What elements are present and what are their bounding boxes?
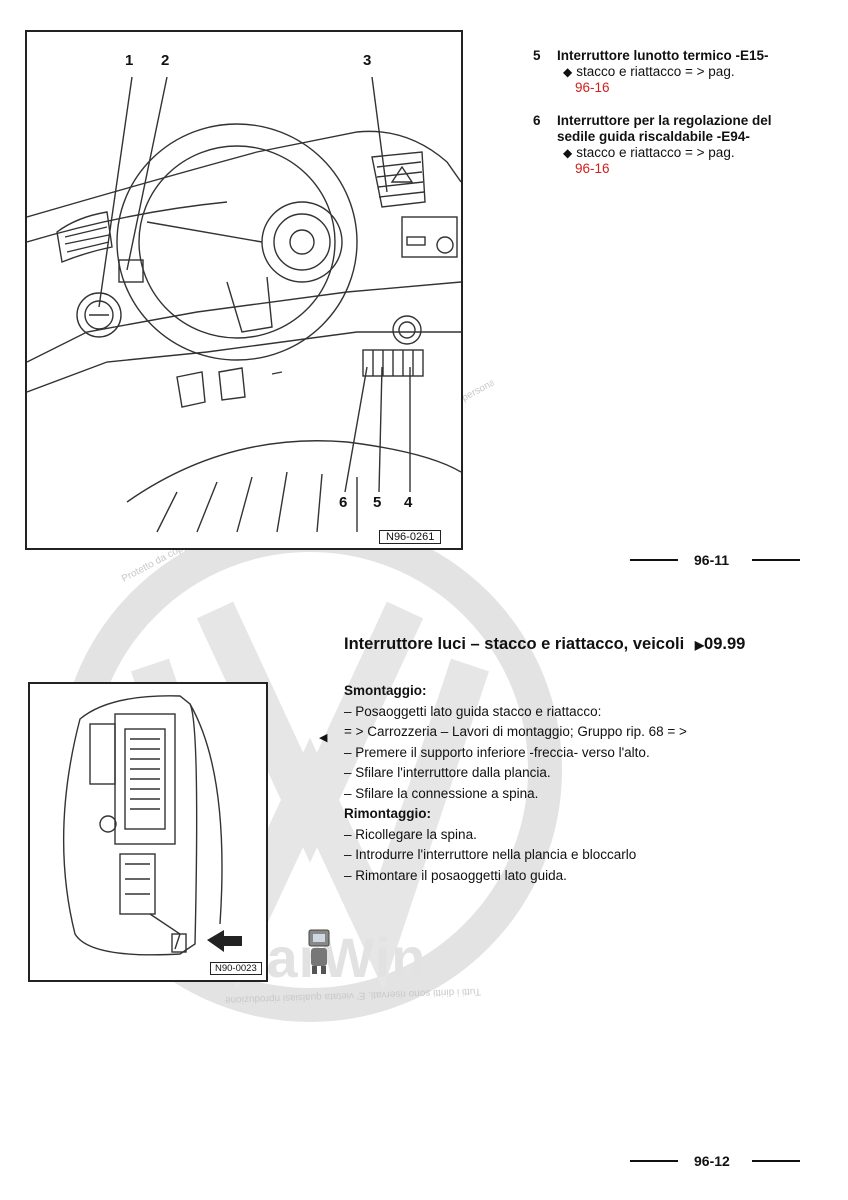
figure-code: N90-0023 — [210, 962, 262, 975]
step-line: – Sfilare la connessione a spina. — [344, 785, 539, 801]
step-line: – Ricollegare la spina. — [344, 826, 477, 842]
step-line: – Posaoggetti lato guida stacco e riatta… — [344, 703, 602, 719]
item-5-sub: ◆stacco e riattacco = > pag. — [563, 64, 735, 79]
item-6-sub: ◆stacco e riattacco = > pag. — [563, 145, 735, 160]
figure-code: N96-0261 — [379, 530, 442, 544]
section-title: Interruttore luci – stacco e riattacco, … — [344, 635, 746, 653]
step-line: – Premere il supporto inferiore -freccia… — [344, 744, 650, 760]
dashboard-illustration — [27, 76, 461, 533]
callout-1: 1 — [125, 52, 134, 69]
steps-block: Smontaggio: – Posaoggetti lato guida sta… — [344, 681, 814, 886]
step-line: – Rimontare il posaoggetti lato guida. — [344, 867, 567, 883]
diamond-icon: ◆ — [563, 146, 573, 160]
callout-6: 6 — [339, 494, 348, 511]
item-5-link[interactable]: 96-16 — [575, 80, 610, 95]
pageno-line-right — [752, 559, 800, 561]
figure-dashboard: 1 2 3 6 5 4 N96-0261 — [25, 30, 463, 550]
figure-switch: N90-0023 — [28, 682, 268, 982]
pageno-line-left — [630, 559, 678, 561]
rimontaggio-heading: Rimontaggio: — [344, 806, 431, 821]
callout-5: 5 — [373, 494, 382, 511]
item-6-title-line-2: sedile guida riscaldabile -E94- — [557, 129, 750, 144]
page-number: 96-11 — [694, 552, 730, 568]
callout-3: 3 — [363, 52, 372, 69]
pageno-line-right — [752, 1160, 800, 1162]
pageno-line-left — [630, 1160, 678, 1162]
page-number: 96-12 — [694, 1153, 730, 1169]
item-6-link[interactable]: 96-16 — [575, 161, 610, 176]
pointer-left-icon: ◀ — [319, 732, 328, 744]
step-link[interactable]: = > Carrozzeria – Lavori di montaggio; G… — [344, 724, 687, 739]
step-line: – Sfilare l'interruttore dalla plancia. — [344, 765, 551, 780]
callout-2: 2 — [161, 52, 170, 69]
step-line: – Introdurre l'interruttore nella planci… — [344, 847, 637, 862]
callout-4: 4 — [404, 494, 413, 511]
triangle-right-icon: ▶ — [694, 638, 705, 652]
smontaggio-heading: Smontaggio: — [344, 683, 427, 698]
switch-illustration — [62, 695, 242, 956]
mascot-icon — [308, 929, 330, 974]
diamond-icon: ◆ — [563, 65, 573, 79]
